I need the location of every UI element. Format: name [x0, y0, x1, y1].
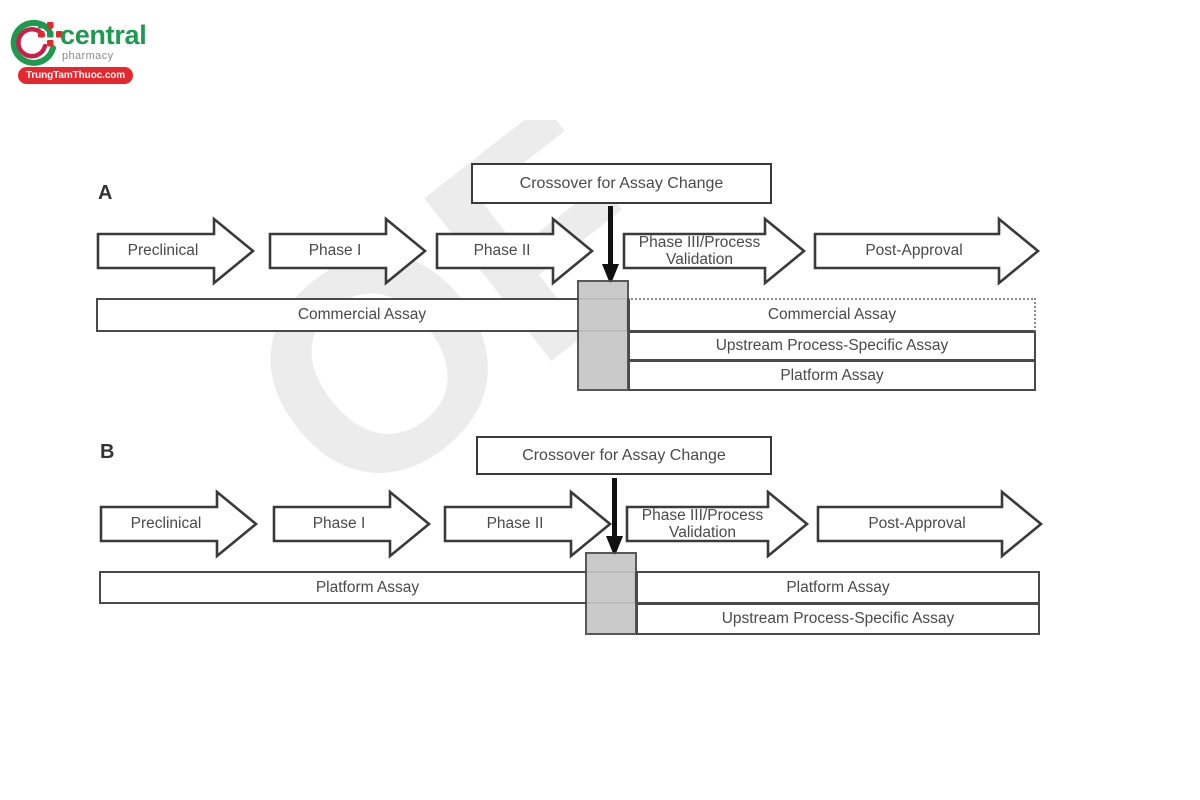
panel-a-assay-after-0-label: Commercial Assay [767, 306, 897, 323]
panel-b-assay-after-0-label: Platform Assay [786, 578, 890, 596]
panel-a-crossover-box: Crossover for Assay Change [471, 163, 772, 204]
panel-b-assay-bar-after-1: Upstream Process-Specific Assay [636, 603, 1040, 635]
panel-a-arrow-phase-i: Phase I [268, 216, 428, 286]
panel-a-crossover-column [577, 280, 629, 391]
panel-a-label: A [98, 182, 113, 204]
panel-b-assay-bar-before-0: Platform Assay [99, 571, 636, 604]
panel-a-assay-bar-before-0: Commercial Assay [96, 298, 628, 332]
panel-b-arrow-phase-i: Phase I [272, 489, 432, 559]
panel-b-arrow-phase-ii: Phase II [443, 489, 613, 559]
central-pharmacy-logo: central pharmacy TrungTamThuoc.com [8, 18, 198, 88]
panel-b-assay-bar-after-0: Platform Assay [636, 571, 1040, 604]
panel-b-crossover-down-arrow [604, 478, 626, 558]
panel-a-arrow-phase-ii: Phase II [435, 216, 595, 286]
logo-tagline: pharmacy [62, 50, 114, 62]
panel-b-crossover-label: Crossover for Assay Change [522, 446, 726, 464]
panel-a-assay-after-2-label: Platform Assay [780, 366, 884, 384]
logo-ribbon-url: TrungTamThuoc.com [18, 67, 133, 84]
logo-wordmark: central [60, 20, 147, 50]
panel-b-arrow-phase-iii: Phase III/Process Validation [625, 489, 810, 559]
panel-b-assay-after-1-label: Upstream Process-Specific Assay [721, 610, 955, 627]
panel-a-crossover-down-arrow [600, 206, 622, 286]
panel-a-assay-bar-after-2: Platform Assay [628, 360, 1036, 391]
panel-b-arrow-preclinical: Preclinical [99, 489, 259, 559]
panel-a-arrow-preclinical: Preclinical [96, 216, 256, 286]
panel-a-crossover-label: Crossover for Assay Change [519, 174, 724, 192]
panel-b-label: B [100, 441, 115, 463]
panel-b-crossover-box: Crossover for Assay Change [476, 436, 772, 475]
panel-a-assay-bar-after-1: Upstream Process-Specific Assay [628, 331, 1036, 361]
panel-a-assay-before-0-label: Commercial Assay [297, 306, 427, 323]
panel-a-arrow-phase-iii: Phase III/Process Validation [622, 216, 807, 286]
central-logo-mark [10, 19, 63, 66]
panel-b-crossover-column [585, 552, 637, 635]
panel-a-assay-bar-after-0: Commercial Assay [628, 298, 1036, 332]
panel-b-assay-before-0-label: Platform Assay [315, 578, 420, 596]
panel-a-assay-after-1-label: Upstream Process-Specific Assay [715, 337, 949, 354]
panel-a-arrow-post-approval: Post-Approval [813, 216, 1041, 286]
panel-b-arrow-post-approval: Post-Approval [816, 489, 1044, 559]
